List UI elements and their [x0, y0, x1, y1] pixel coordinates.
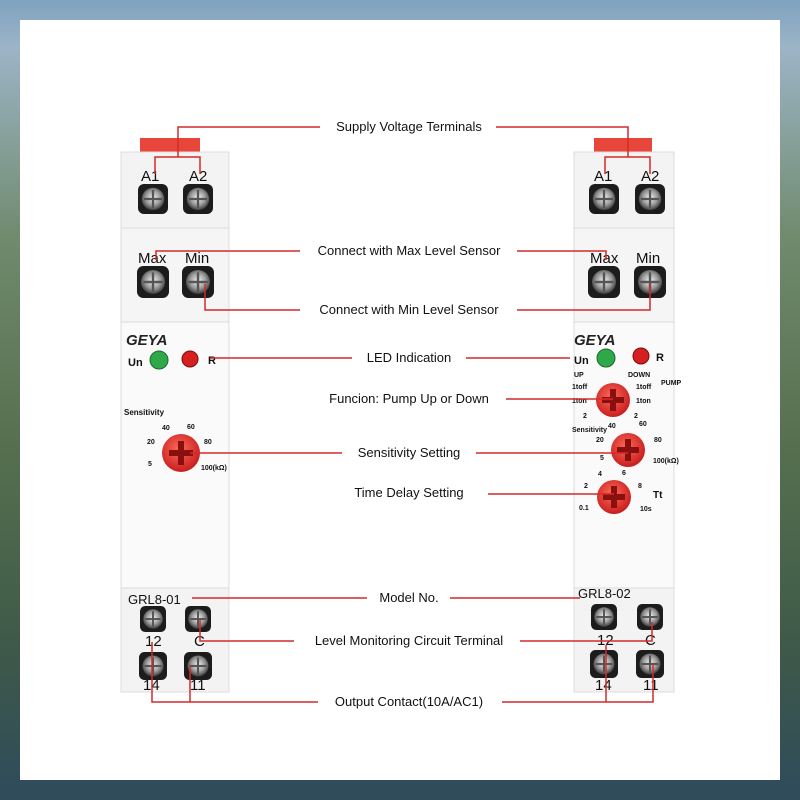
right-func-1toff-left: 1toff: [572, 384, 588, 391]
callout-output: Output Contact(10A/AC1): [335, 694, 483, 709]
right-14-screw[interactable]: [590, 650, 618, 678]
left-sens-20: 20: [147, 439, 155, 446]
callout-function: Funcion: Pump Up or Down: [329, 391, 489, 406]
left-sens-5: 5: [148, 461, 152, 468]
left-12-screw[interactable]: [140, 606, 166, 632]
right-11-screw[interactable]: [636, 650, 664, 678]
right-led-green-icon: [596, 348, 616, 368]
right-pump-label: PUMP: [661, 380, 682, 387]
leader-output-right-a: [502, 664, 654, 703]
right-c-screw[interactable]: [637, 604, 663, 630]
right-func-2-left: 2: [583, 413, 587, 420]
right-td-0.1: 0.1: [579, 505, 589, 512]
left-relay: A1 A2 Max Min GEYA Un R Sensitivity 5 20…: [120, 138, 230, 694]
left-max-label: Max: [138, 250, 167, 267]
right-top-tab: [594, 138, 652, 154]
right-func-1ton-right: 1ton: [636, 398, 651, 405]
callout-led: LED Indication: [367, 350, 452, 365]
right-a2-label: A2: [641, 168, 659, 185]
right-func-1ton-left: 1ton: [572, 398, 587, 405]
callout-level-circuit: Level Monitoring Circuit Terminal: [315, 633, 503, 648]
leader-level-right: [520, 622, 653, 642]
right-a1-screw[interactable]: [589, 184, 619, 214]
right-up-label: UP: [574, 372, 584, 379]
right-a1-label: A1: [594, 168, 612, 185]
right-td-tt: Tt: [653, 490, 663, 501]
callout-min-sensor: Connect with Min Level Sensor: [319, 302, 499, 317]
right-sens-20: 20: [596, 437, 604, 444]
left-min-label: Min: [185, 250, 209, 267]
callout-max-sensor: Connect with Max Level Sensor: [318, 243, 501, 258]
leader-max-right: [517, 250, 607, 260]
left-max-screw[interactable]: [137, 266, 169, 298]
right-14-label: 14: [595, 677, 612, 694]
right-led-r-label: R: [656, 352, 664, 364]
left-top-tab: [140, 138, 200, 154]
right-sens-40: 40: [608, 423, 616, 430]
right-a2-screw[interactable]: [635, 184, 665, 214]
left-sens-100: 100(kΩ): [201, 465, 227, 472]
right-led-un-label: Un: [574, 355, 589, 367]
right-sensitivity-title: Sensitivity: [572, 427, 607, 434]
callout-time-delay: Time Delay Setting: [354, 485, 463, 500]
leader-supply-right: [496, 126, 651, 174]
left-a2-label: A2: [189, 168, 207, 185]
left-led-r-label: R: [208, 355, 216, 367]
right-func-2-right: 2: [634, 413, 638, 420]
right-sens-80: 80: [654, 437, 662, 444]
right-relay: A1 A2 Max Min GEYA Un R UP DOWN PUMP 1to…: [572, 138, 682, 694]
right-max-label: Max: [590, 250, 619, 267]
left-led-un-label: Un: [128, 357, 143, 369]
right-12-screw[interactable]: [591, 604, 617, 630]
left-sens-60: 60: [187, 424, 195, 431]
leader-min-left: [204, 284, 300, 311]
left-11-label: 11: [190, 677, 206, 694]
right-brand-logo: GEYA: [574, 332, 615, 349]
left-11-screw[interactable]: [184, 652, 212, 680]
right-sens-100: 100(kΩ): [653, 458, 679, 465]
left-led-green-icon: [149, 350, 169, 370]
callout-model-no: Model No.: [379, 590, 438, 605]
leader-min-right: [517, 284, 651, 311]
right-td-10s: 10s: [640, 506, 652, 513]
left-led-red-icon: [181, 350, 199, 368]
right-td-2: 2: [584, 483, 588, 490]
right-func-1toff-right: 1toff: [636, 384, 652, 391]
leader-output-left-a: [151, 642, 318, 703]
right-min-label: Min: [636, 250, 660, 267]
left-c-screw[interactable]: [185, 606, 211, 632]
leader-supply-left: [154, 126, 320, 174]
left-12-label: 12: [145, 633, 162, 650]
leader-max-left: [155, 250, 300, 260]
left-sensitivity-title: Sensitivity: [124, 408, 165, 417]
leader-lines: [151, 126, 654, 703]
right-max-screw[interactable]: [588, 266, 620, 298]
callout-sensitivity: Sensitivity Setting: [358, 445, 461, 460]
left-14-screw[interactable]: [139, 652, 167, 680]
left-min-screw[interactable]: [182, 266, 214, 298]
left-model-label: GRL8-01: [128, 592, 181, 607]
leader-level-left: [199, 620, 294, 642]
right-td-4: 4: [598, 471, 602, 478]
left-sens-80: 80: [204, 439, 212, 446]
right-down-label: DOWN: [628, 372, 650, 379]
right-sens-5: 5: [600, 455, 604, 462]
right-11-label: 11: [643, 677, 659, 694]
right-sens-60: 60: [639, 421, 647, 428]
right-td-6: 6: [622, 470, 626, 477]
right-td-8: 8: [638, 483, 642, 490]
left-brand-logo: GEYA: [126, 332, 167, 349]
left-a1-label: A1: [141, 168, 159, 185]
right-led-red-icon: [632, 347, 650, 365]
left-sens-40: 40: [162, 425, 170, 432]
callout-supply: Supply Voltage Terminals: [336, 119, 482, 134]
right-model-label: GRL8-02: [578, 586, 631, 601]
left-a2-screw[interactable]: [183, 184, 213, 214]
left-a1-screw[interactable]: [138, 184, 168, 214]
